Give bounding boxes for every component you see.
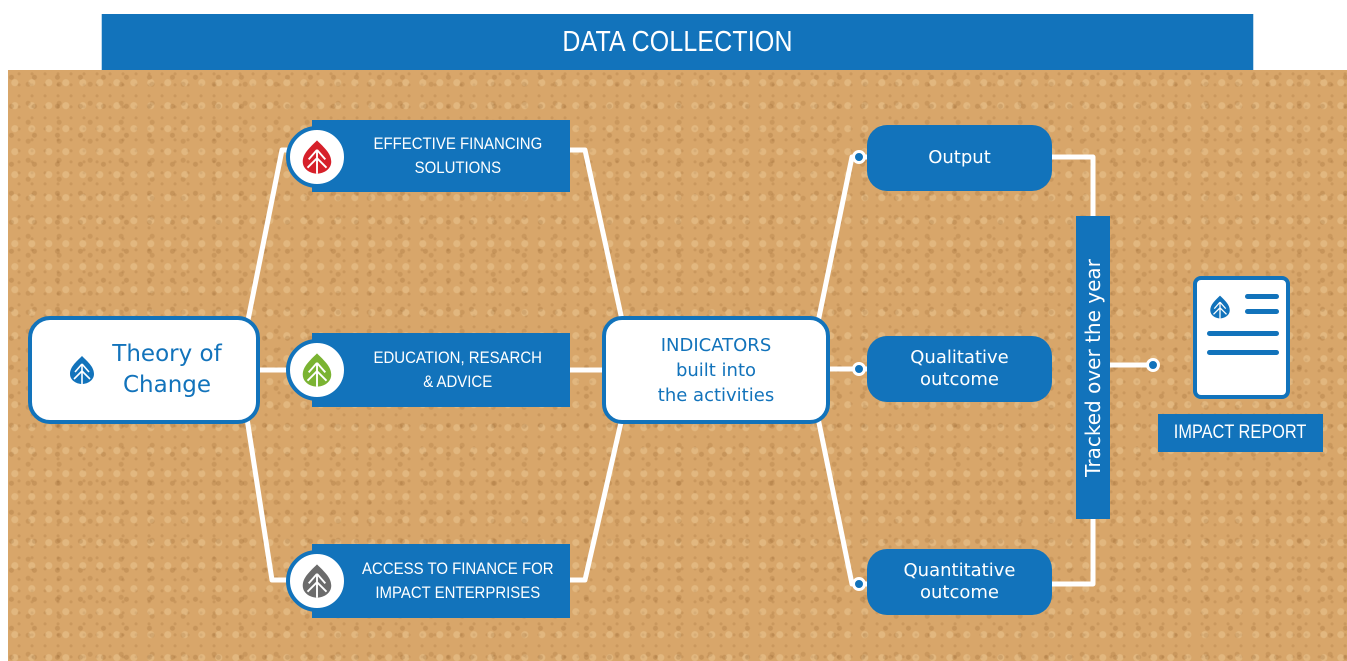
impact-report-label: IMPACT REPORT — [1158, 414, 1323, 452]
theory-of-change-node: Theory of Change — [28, 316, 260, 424]
category-icon-financing — [286, 126, 348, 188]
category-education-line1: EDUCATION, RESARCH — [373, 348, 543, 367]
category-icon-education — [286, 339, 348, 401]
tracked-label: Tracked over the year — [1081, 258, 1106, 477]
category-financing-line1: EFFECTIVE FINANCING — [373, 134, 543, 153]
category-box-education: EDUCATION, RESARCH & ADVICE — [312, 333, 570, 407]
indicators-line2: built into — [675, 359, 757, 381]
outcome-quantitative: Quantitative outcome — [867, 549, 1052, 615]
theory-label-line2: Change — [122, 372, 212, 398]
connector-indicators-to-quantitative — [815, 417, 870, 587]
connector-dot-output — [852, 150, 866, 164]
report-line-3 — [1207, 331, 1279, 336]
connector-quantitative-to-tracked — [1050, 519, 1096, 587]
category-access-line1: ACCESS TO FINANCE FOR — [362, 559, 554, 578]
category-financing-line2: SOLUTIONS — [414, 158, 502, 177]
leaf-icon — [302, 353, 332, 387]
leaf-icon — [302, 140, 332, 174]
category-box-access: ACCESS TO FINANCE FOR IMPACT ENTERPRISES — [312, 544, 570, 618]
connector-access-to-indicators — [570, 417, 625, 583]
theory-label-line1: Theory of — [112, 341, 222, 367]
category-icon-access — [286, 550, 348, 612]
theory-of-change-label: Theory of Change — [112, 339, 221, 401]
leaf-icon — [1210, 295, 1230, 319]
report-line-1 — [1245, 294, 1279, 299]
report-document-icon — [1193, 276, 1290, 399]
impact-report-text: IMPACT REPORT — [1174, 422, 1307, 443]
outcome-quantitative-line1: Quantitative — [903, 560, 1016, 581]
connector-finance-to-indicators — [570, 147, 625, 321]
category-access-line2: IMPACT ENTERPRISES — [375, 583, 541, 602]
report-line-2 — [1245, 309, 1279, 314]
indicators-line1: INDICATORS — [660, 334, 772, 356]
category-box-financing: EFFECTIVE FINANCING SOLUTIONS — [312, 120, 570, 192]
outcome-output: Output — [867, 125, 1052, 191]
outcome-qualitative: Qualitative outcome — [867, 336, 1052, 402]
outcome-quantitative-line2: outcome — [919, 582, 999, 603]
connector-dot-quantitative — [852, 577, 866, 591]
report-line-4 — [1207, 350, 1279, 355]
connector-theory-to-access — [243, 411, 298, 583]
indicators-node: INDICATORS built into the activities — [602, 316, 830, 424]
outcome-qualitative-line1: Qualitative — [910, 347, 1009, 368]
page-title: DATA COLLECTION — [101, 14, 1254, 70]
category-education-line2: & ADVICE — [423, 372, 493, 391]
connector-output-to-tracked — [1050, 154, 1096, 216]
tracked-bar: Tracked over the year — [1076, 216, 1110, 519]
outcome-output-line1: Output — [928, 147, 991, 168]
connector-indicators-to-output — [815, 154, 870, 323]
connector-dot-qualitative — [852, 362, 866, 376]
connector-dot-report — [1146, 358, 1160, 372]
outcome-qualitative-line2: outcome — [919, 369, 999, 390]
indicators-line3: the activities — [657, 384, 775, 406]
leaf-icon — [302, 564, 332, 598]
connector-theory-to-finance — [243, 147, 298, 331]
leaf-icon — [70, 356, 95, 384]
